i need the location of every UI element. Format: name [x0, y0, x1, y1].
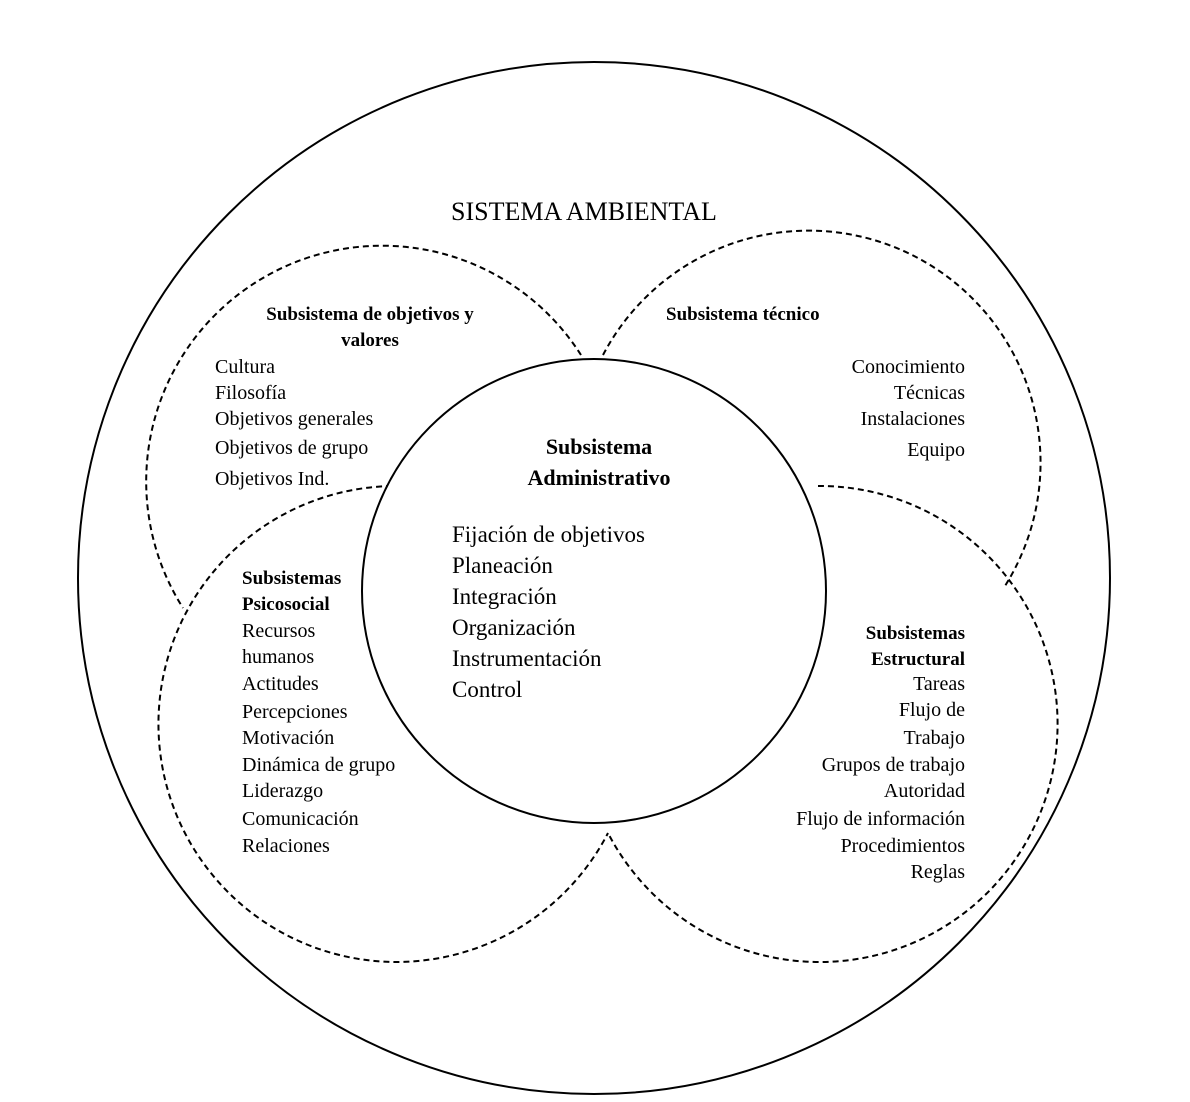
estructural-item: Trabajo — [903, 727, 965, 749]
psicosocial-item: Comunicación — [242, 808, 359, 830]
outer-environment-circle — [77, 61, 1111, 1095]
psicosocial-dashed-circle — [157, 485, 609, 963]
estructural-item: Reglas — [910, 861, 965, 883]
administrativo-item: Instrumentación — [452, 646, 602, 671]
administrativo-title-1: Subsistema — [545, 434, 653, 459]
tecnico-item: Instalaciones — [860, 408, 965, 430]
psicosocial-item: Liderazgo — [242, 780, 324, 802]
estructural-item: Autoridad — [883, 780, 965, 802]
estructural-item: Procedimientos — [840, 835, 965, 857]
estructural-title-2: Estructural — [871, 649, 965, 670]
psicosocial-item: Relaciones — [242, 835, 330, 857]
administrativo-item: Control — [452, 677, 523, 702]
objetivos-dashed-circle — [145, 244, 582, 609]
tecnico-dashed-circle — [602, 229, 1042, 587]
psicosocial-item: Percepciones — [242, 701, 348, 723]
psicosocial-item: Motivación — [242, 727, 335, 749]
objetivos-title-2: valores — [341, 330, 399, 351]
psicosocial-item: Actitudes — [242, 673, 319, 695]
objetivos-item: Objetivos Ind. — [215, 468, 330, 490]
tecnico-item: Equipo — [907, 439, 965, 461]
objetivos-item: Objetivos de grupo — [215, 437, 369, 459]
tecnico-item: Técnicas — [893, 382, 965, 404]
estructural-item: Flujo de información — [796, 808, 965, 830]
sistema-ambiental-title: SISTEMA AMBIENTAL — [451, 197, 717, 226]
objetivos-item: Cultura — [215, 356, 275, 378]
administrativo-title-2: Administrativo — [527, 465, 671, 490]
administrativo-item: Organización — [452, 615, 576, 640]
psicosocial-item: Dinámica de grupo — [242, 754, 396, 776]
objetivos-title-1: Subsistema de objetivos y — [266, 304, 474, 325]
objetivos-item: Objetivos generales — [215, 408, 374, 430]
estructural-dashed-circle — [607, 484, 1059, 963]
estructural-item: Flujo de — [898, 699, 965, 721]
administrativo-item: Planeación — [452, 553, 553, 578]
tecnico-title: Subsistema técnico — [666, 304, 820, 325]
estructural-item: Grupos de trabajo — [821, 754, 965, 776]
psicosocial-item: humanos — [242, 646, 315, 668]
administrativo-circle — [361, 358, 827, 824]
tecnico-item: Conocimiento — [851, 356, 965, 378]
estructural-title-1: Subsistemas — [865, 623, 965, 644]
administrativo-item: Integración — [452, 584, 557, 609]
psicosocial-title-2: Psicosocial — [242, 594, 330, 615]
administrativo-item: Fijación de objetivos — [452, 522, 645, 547]
psicosocial-title-1: Subsistemas — [242, 568, 342, 589]
estructural-item: Tareas — [913, 673, 965, 695]
objetivos-item: Filosofía — [215, 382, 287, 404]
psicosocial-item: Recursos — [242, 620, 316, 642]
